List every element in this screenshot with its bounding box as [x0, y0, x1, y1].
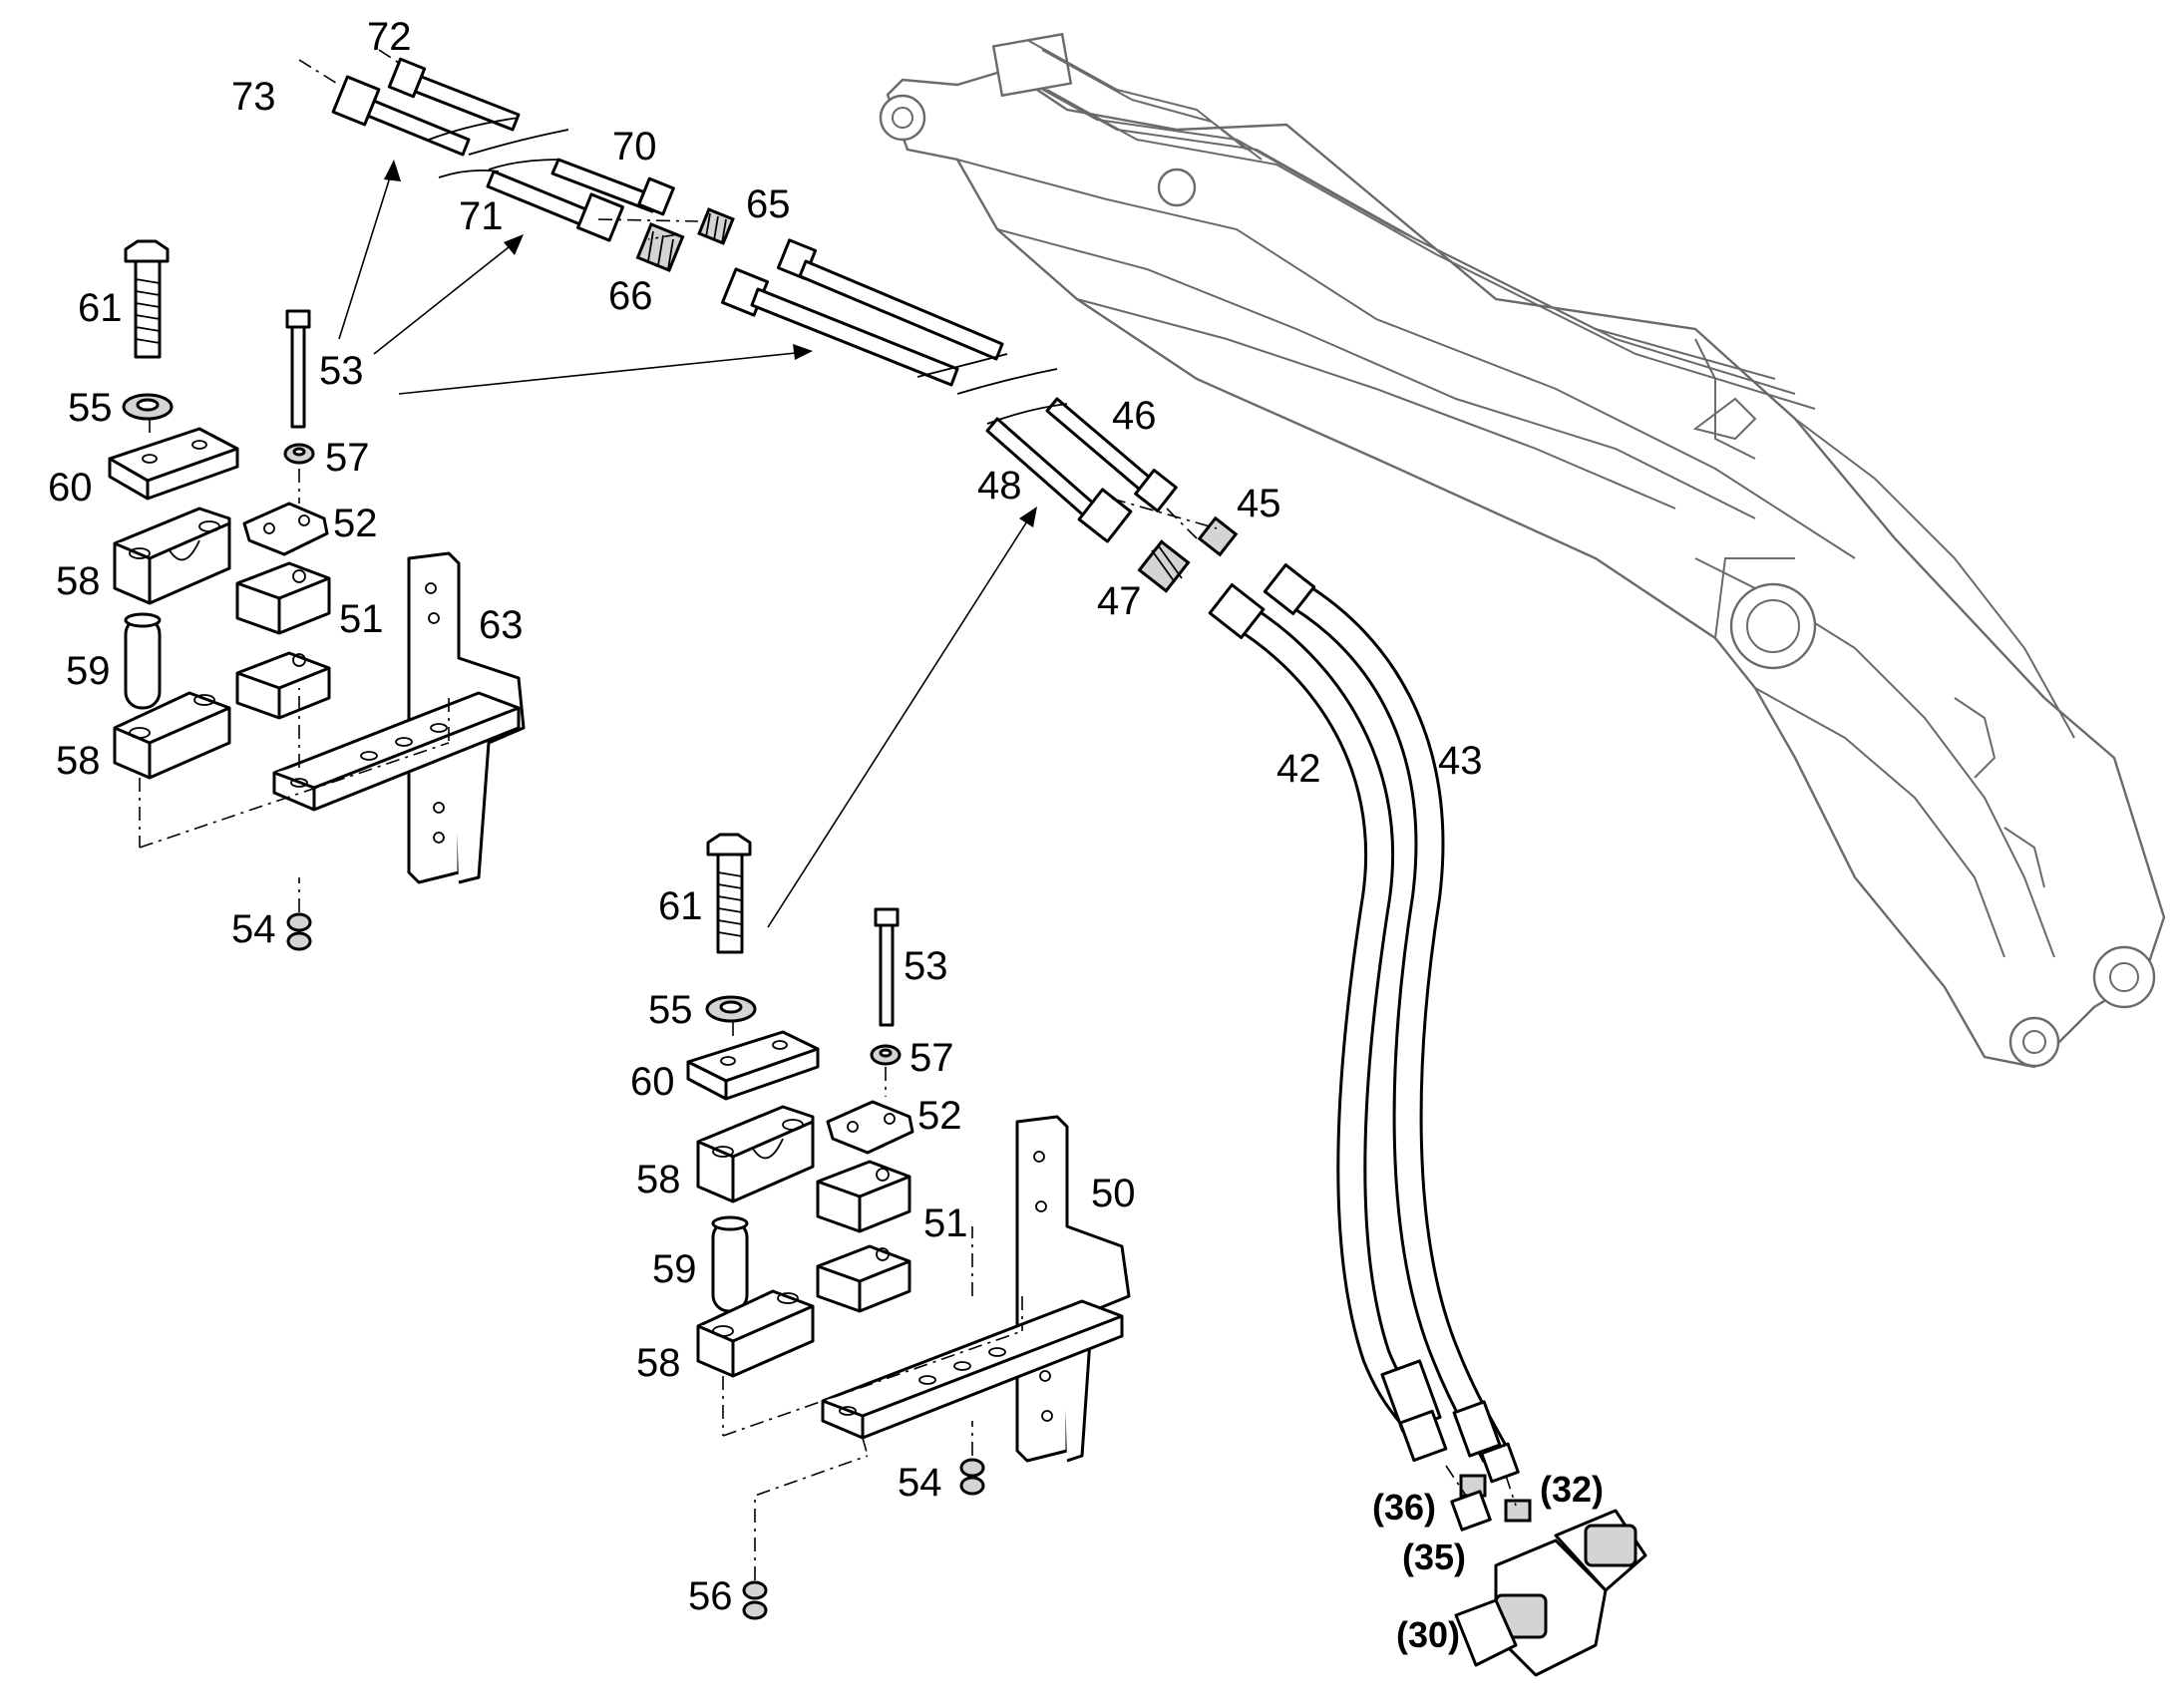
sleeve-59-icon [124, 612, 162, 710]
clamp-51-lower-icon [235, 651, 331, 720]
label-51-b: 51 [923, 1201, 968, 1245]
label-54-a: 54 [231, 907, 276, 951]
label-59-a: 59 [66, 649, 111, 693]
clamp-half-58d-icon [696, 1289, 815, 1378]
label-65: 65 [746, 182, 791, 226]
washer-57b-icon [870, 1044, 902, 1066]
bolt-53-icon [285, 309, 311, 429]
label-48: 48 [977, 464, 1022, 508]
washer-57-icon [283, 443, 315, 465]
label-72: 72 [367, 15, 412, 59]
clamp-51-upper-icon [235, 561, 331, 635]
nut-56-icon [742, 1580, 768, 1620]
label-55-a: 55 [68, 386, 113, 430]
part-labels: 73 72 70 71 65 66 61 53 55 57 60 52 58 5… [48, 15, 1604, 1655]
label-70: 70 [612, 125, 657, 169]
label-58-c: 58 [636, 1158, 681, 1201]
label-61-a: 61 [78, 286, 123, 330]
label-47: 47 [1097, 579, 1142, 623]
label-60-a: 60 [48, 466, 93, 510]
bolt-61-icon [124, 239, 170, 359]
label-51-a: 51 [339, 597, 384, 641]
sleeve-59b-icon [711, 1215, 749, 1313]
label-61-b: 61 [658, 884, 703, 928]
plate-60-icon [108, 427, 239, 501]
nut-54-icon [286, 912, 312, 951]
label-53-a: 53 [319, 349, 364, 393]
label-57-b: 57 [909, 1036, 954, 1080]
fitting-45-icon [1197, 515, 1239, 557]
label-54-b: 54 [898, 1461, 942, 1505]
label-52-b: 52 [917, 1094, 962, 1138]
cover-plate-52b-icon [826, 1100, 914, 1155]
cover-plate-52-icon [242, 502, 329, 556]
fitting-66-icon [635, 221, 685, 273]
label-52-a: 52 [333, 502, 378, 545]
fitting-65-icon [697, 207, 735, 245]
label-55-b: 55 [648, 988, 693, 1032]
upper-pipe-assembly [298, 49, 1239, 593]
label-58-d: 58 [636, 1341, 681, 1385]
label-73: 73 [231, 75, 276, 119]
clamp-half-58-top-icon [113, 507, 231, 605]
label-30: (30) [1396, 1614, 1460, 1655]
bolt-61b-icon [706, 833, 752, 954]
hose-42-43 [1208, 563, 1520, 1484]
bolt-53b-icon [874, 907, 900, 1027]
clamp-half-58c-icon [696, 1105, 815, 1203]
label-53-b: 53 [904, 944, 948, 988]
clamp-set-a [108, 239, 526, 951]
leader-arrows [338, 160, 1037, 928]
label-46: 46 [1112, 394, 1157, 438]
label-58-b: 58 [56, 739, 101, 783]
bracket-63-icon [272, 551, 526, 884]
label-66: 66 [608, 274, 653, 318]
label-57-a: 57 [325, 436, 370, 480]
fitting-47-icon [1137, 539, 1191, 593]
label-42: 42 [1276, 747, 1321, 791]
label-59-b: 59 [652, 1247, 697, 1291]
boom-arm-illustration [879, 32, 2166, 1069]
valve-block-30 [1445, 1465, 1647, 1677]
clamp-51c-upper-icon [816, 1160, 911, 1233]
label-35: (35) [1402, 1537, 1466, 1577]
label-60-b: 60 [630, 1060, 675, 1104]
clamp-51c-lower-icon [816, 1244, 911, 1313]
label-43: 43 [1438, 739, 1483, 783]
clamp-set-b [686, 833, 1131, 1620]
label-63: 63 [479, 603, 524, 647]
bracket-50-icon [821, 1115, 1131, 1463]
nut-54b-icon [959, 1458, 985, 1496]
label-32: (32) [1540, 1469, 1604, 1510]
plate-60b-icon [686, 1030, 820, 1101]
label-50: 50 [1091, 1172, 1136, 1215]
label-45: 45 [1237, 482, 1281, 525]
clamp-half-58-bottom-icon [113, 691, 231, 780]
washer-55-icon [122, 393, 174, 421]
label-71: 71 [459, 194, 504, 238]
label-36: (36) [1372, 1487, 1436, 1528]
label-56: 56 [688, 1574, 733, 1618]
washer-55b-icon [705, 995, 757, 1023]
label-58-a: 58 [56, 559, 101, 603]
